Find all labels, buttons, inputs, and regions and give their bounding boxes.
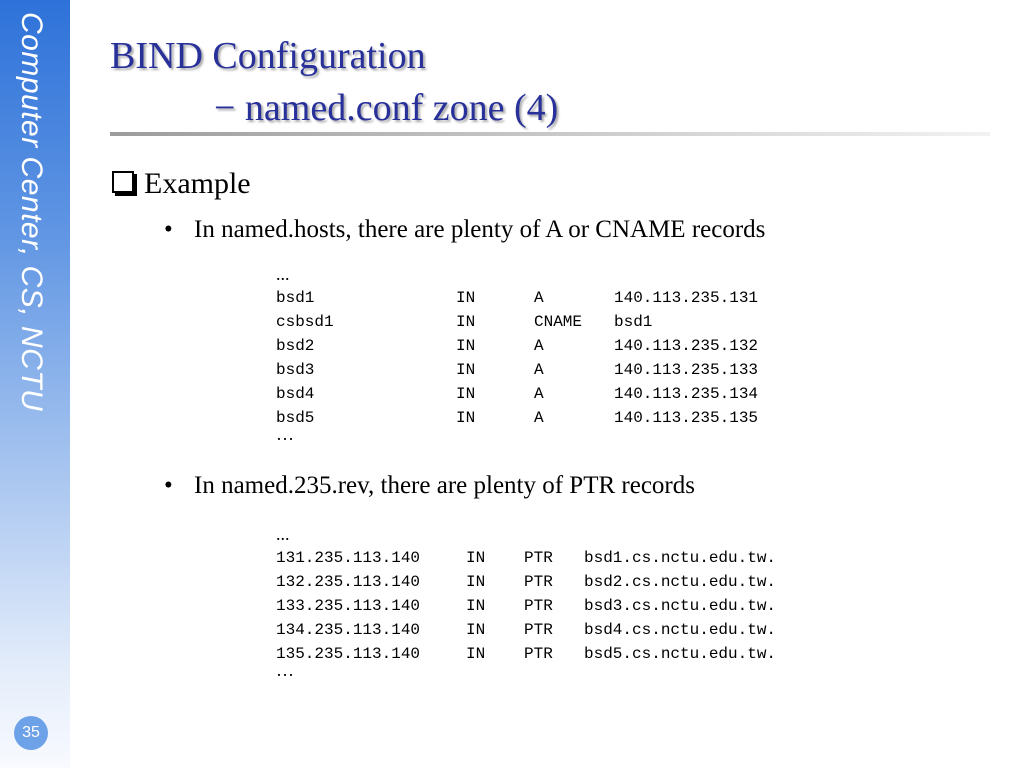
record-name: 134.235.113.140 — [276, 621, 421, 639]
record-value: 140.113.235.131 — [614, 289, 759, 307]
record-name: bsd2 — [276, 337, 315, 355]
record-value: 140.113.235.135 — [614, 409, 759, 427]
record-row: bsd5 IN A 140.113.235.135 — [276, 406, 758, 430]
record-row: 131.235.113.140 IN PTR bsd1.cs.nctu.edu.tw. — [276, 546, 776, 570]
record-value: bsd3.cs.nctu.edu.tw. — [584, 597, 777, 615]
record-value: 140.113.235.134 — [614, 385, 759, 403]
record-class: IN — [456, 313, 476, 331]
record-type: A — [534, 385, 544, 403]
record-name: 132.235.113.140 — [276, 573, 421, 591]
record-class: IN — [466, 573, 486, 591]
record-name: bsd1 — [276, 289, 315, 307]
record-row: 135.235.113.140 IN PTR bsd5.cs.nctu.edu.tw. — [276, 642, 776, 666]
record-value: bsd1 — [614, 313, 653, 331]
record-name: bsd4 — [276, 385, 315, 403]
record-row: csbsd1 IN CNAME bsd1 — [276, 310, 652, 334]
bullet-dot-icon: • — [164, 216, 173, 243]
record-type: PTR — [524, 573, 553, 591]
record-class: IN — [456, 289, 476, 307]
record-name: 135.235.113.140 — [276, 645, 421, 663]
ellipsis-top: ... — [276, 264, 290, 284]
page-number-badge: 35 — [14, 716, 48, 750]
record-class: IN — [456, 361, 476, 379]
record-type: A — [534, 409, 544, 427]
record-row: bsd4 IN A 140.113.235.134 — [276, 382, 758, 406]
record-value: 140.113.235.132 — [614, 337, 759, 355]
record-value: bsd2.cs.nctu.edu.tw. — [584, 573, 777, 591]
bullet-dot-icon: • — [164, 472, 173, 499]
record-class: IN — [456, 409, 476, 427]
bullet-text: In named.235.rev, there are plenty of PT… — [194, 472, 695, 499]
record-class: IN — [466, 621, 486, 639]
record-class: IN — [466, 549, 486, 567]
section-heading-text: Example — [144, 167, 251, 200]
section-heading: Example — [112, 166, 251, 202]
record-type: A — [534, 361, 544, 379]
sidebar-label: Computer Center, CS, NCTU — [15, 12, 48, 412]
record-value: bsd4.cs.nctu.edu.tw. — [584, 621, 777, 639]
ellipsis-bottom: … — [276, 424, 294, 444]
record-value: bsd1.cs.nctu.edu.tw. — [584, 549, 777, 567]
bullet-item-rev: • In named.235.rev, there are plenty of P… — [164, 471, 695, 501]
record-type: A — [534, 337, 544, 355]
record-name: csbsd1 — [276, 313, 334, 331]
title-divider — [110, 132, 990, 136]
record-row: bsd1 IN A 140.113.235.131 — [276, 286, 758, 310]
record-name: 133.235.113.140 — [276, 597, 421, 615]
record-row: 134.235.113.140 IN PTR bsd4.cs.nctu.edu.tw. — [276, 618, 776, 642]
record-row: bsd3 IN A 140.113.235.133 — [276, 358, 758, 382]
record-type: PTR — [524, 549, 553, 567]
record-value: 140.113.235.133 — [614, 361, 759, 379]
record-row: bsd2 IN A 140.113.235.132 — [276, 334, 758, 358]
record-name: bsd3 — [276, 361, 315, 379]
ellipsis-bottom: … — [276, 660, 294, 680]
slide-title: BIND Configuration — [110, 35, 426, 77]
record-class: IN — [466, 597, 486, 615]
record-type: PTR — [524, 645, 553, 663]
record-row: 133.235.113.140 IN PTR bsd3.cs.nctu.edu.tw. — [276, 594, 776, 618]
record-class: IN — [456, 385, 476, 403]
record-type: A — [534, 289, 544, 307]
record-name: bsd5 — [276, 409, 315, 427]
slide-subtitle: − named.conf zone (4) — [214, 87, 559, 129]
sidebar: Computer Center, CS, NCTU 35 — [0, 0, 70, 768]
record-name: 131.235.113.140 — [276, 549, 421, 567]
bullet-text: In named.hosts, there are plenty of A or… — [194, 216, 766, 243]
ellipsis-top: ... — [276, 524, 290, 544]
record-row: 132.235.113.140 IN PTR bsd2.cs.nctu.edu.tw. — [276, 570, 776, 594]
bullet-item-hosts: • In named.hosts, there are plenty of A o… — [164, 215, 765, 245]
record-type: PTR — [524, 597, 553, 615]
checkbox-bullet-icon — [112, 171, 134, 194]
record-type: CNAME — [534, 313, 583, 331]
record-type: PTR — [524, 621, 553, 639]
record-class: IN — [456, 337, 476, 355]
record-class: IN — [466, 645, 486, 663]
record-value: bsd5.cs.nctu.edu.tw. — [584, 645, 777, 663]
